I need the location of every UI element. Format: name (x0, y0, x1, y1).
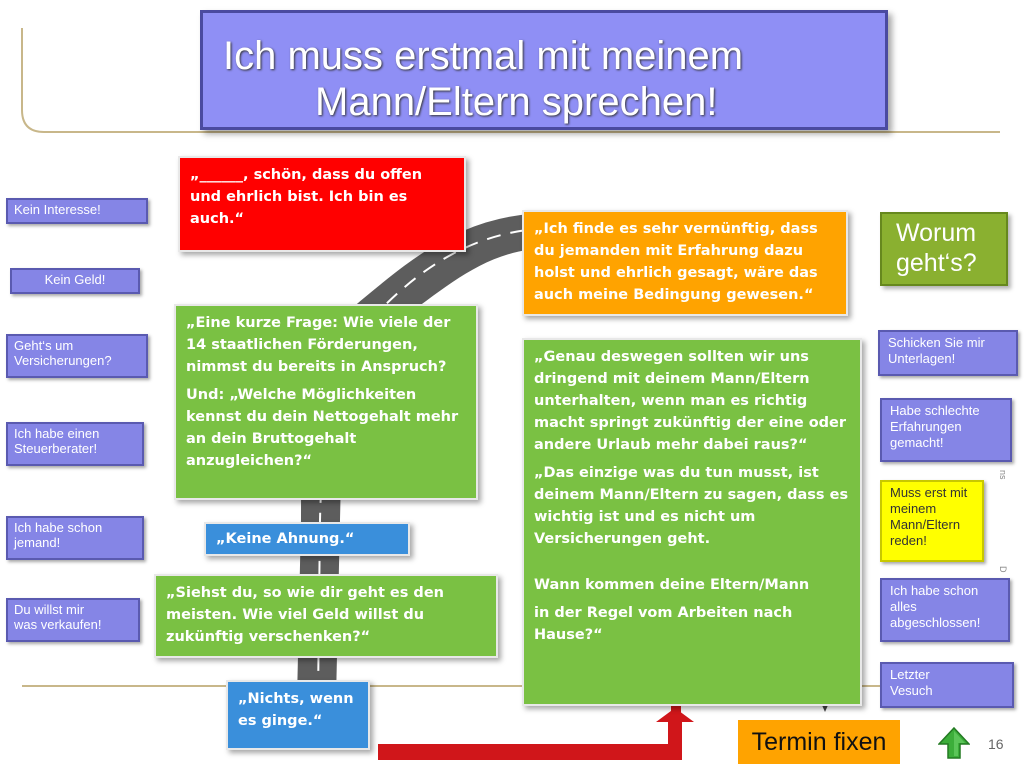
response-text: „Ich finde es sehr vernünftig, dass du j… (534, 221, 818, 303)
button-label-line: Mann/Eltern (890, 517, 961, 532)
answer-box-nichts: „Nichts, wenn es ginge.“ (226, 680, 370, 750)
button-label-line: Habe schlechte (890, 403, 980, 418)
objection-schlechte-erfahrungen-button[interactable]: Habe schlechte Erfahrungen gemacht! (880, 398, 1012, 462)
response-text: Wann kommen deine Eltern/Mann (534, 577, 810, 593)
slide-title: Ich muss erstmal mit meinem Mann/Eltern … (200, 10, 888, 130)
title-line-2: Mann/Eltern sprechen! (315, 80, 718, 124)
button-label-line: Steuerberater! (14, 441, 98, 456)
button-label-line: Erfahrungen (890, 419, 962, 434)
objection-mann-eltern-button[interactable]: Muss erst mit meinem Mann/Eltern reden! (880, 480, 984, 562)
objection-versicherungen-button[interactable]: Geht‘s um Versicherungen? (6, 334, 148, 378)
question-text: „Eine kurze Frage: Wie viele der 14 staa… (186, 315, 451, 375)
button-label-line: abgeschlossen! (890, 615, 981, 630)
worum-line: Worum (896, 219, 977, 247)
button-label-line: was verkaufen! (14, 617, 102, 632)
answer-text: „Keine Ahnung.“ (216, 531, 355, 547)
button-label-line: Versicherungen? (14, 353, 112, 368)
button-label-line: Schicken Sie mir (888, 335, 985, 350)
title-line-1: Ich muss erstmal mit meinem (223, 34, 744, 78)
button-label-line: jemand! (14, 535, 61, 550)
question-box-verschenken: „Siehst du, so wie dir geht es den meist… (154, 574, 498, 658)
page-number: 16 (988, 736, 1004, 752)
objection-kein-interesse-button[interactable]: Kein Interesse! (6, 198, 148, 224)
question-text: „Siehst du, so wie dir geht es den meist… (166, 585, 444, 645)
green-up-arrow-icon[interactable] (938, 726, 970, 760)
answer-box-keine-ahnung: „Keine Ahnung.“ (204, 522, 410, 556)
response-text: „Genau deswegen sollten wir uns dringend… (534, 349, 847, 453)
answer-text: „Nichts, wenn es ginge.“ (238, 691, 354, 729)
objection-kein-geld-button[interactable]: Kein Geld! (10, 268, 140, 294)
button-label-line: Letzter (890, 667, 930, 682)
button-label-line: Du willst mir (14, 602, 85, 617)
response-box-red: „______, schön, dass du offen und ehrlic… (178, 156, 466, 252)
button-label: Kein Interesse! (14, 202, 101, 217)
objection-abgeschlossen-button[interactable]: Ich habe schon alles abgeschlossen! (880, 578, 1010, 642)
button-label-line: Ich habe einen (14, 426, 100, 441)
button-label-line: alles (890, 599, 917, 614)
button-label: Kein Geld! (44, 272, 106, 287)
response-text: in der Regel vom Arbeiten nach Hause?“ (534, 605, 793, 643)
button-label-line: Muss erst mit (890, 485, 968, 500)
question-box-foerderungen: „Eine kurze Frage: Wie viele der 14 staa… (174, 304, 478, 500)
button-label-line: meinem (890, 501, 937, 516)
svg-text:ns: ns (998, 470, 1008, 480)
question-text: Und: „Welche Möglichkeiten kennst du dei… (186, 387, 459, 469)
button-label-line: reden! (890, 533, 927, 548)
objection-schon-jemand-button[interactable]: Ich habe schon jemand! (6, 516, 144, 560)
response-box-orange: „Ich finde es sehr vernünftig, dass du j… (522, 210, 848, 316)
objection-verkaufen-button[interactable]: Du willst mir was verkaufen! (6, 598, 140, 642)
response-text: „______, schön, dass du offen und ehrlic… (190, 167, 423, 227)
termin-fixen-label: Termin fixen (738, 720, 900, 764)
worum-gehts-button[interactable]: Worum geht‘s? (880, 212, 1008, 286)
objection-unterlagen-button[interactable]: Schicken Sie mir Unterlagen! (878, 330, 1018, 376)
button-label-line: Ich habe schon (890, 583, 979, 598)
response-box-genau: „Genau deswegen sollten wir uns dringend… (522, 338, 862, 706)
button-label-line: Geht‘s um (14, 338, 74, 353)
button-label-line: Vesuch (890, 683, 933, 698)
svg-text:D: D (998, 566, 1008, 573)
button-label-line: Unterlagen! (888, 351, 956, 366)
button-label-line: Ich habe schon (14, 520, 103, 535)
response-text: „Das einzige was du tun musst, ist deine… (534, 465, 849, 547)
button-label-line: gemacht! (890, 435, 944, 450)
worum-line: geht‘s? (896, 249, 977, 277)
objection-steuerberater-button[interactable]: Ich habe einen Steuerberater! (6, 422, 144, 466)
letzter-versuch-button[interactable]: Letzter Vesuch (880, 662, 1014, 708)
